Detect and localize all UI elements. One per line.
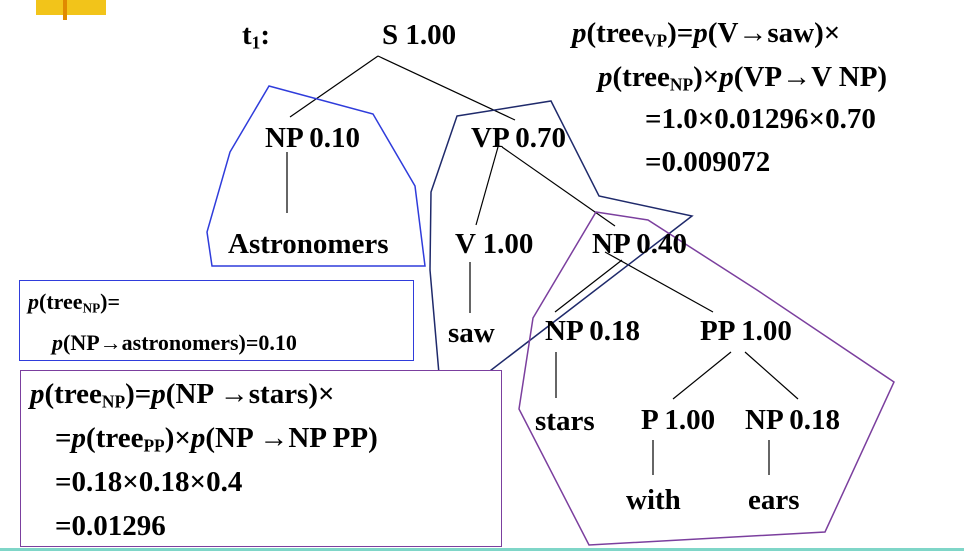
edge-np2-np3 [554, 259, 623, 313]
node-p: P 1.00 [641, 404, 716, 436]
calc-np2-l2-times: )× [164, 422, 191, 454]
calc-np2-l2-tree: (tree [86, 422, 144, 454]
calc-np2-l1-eq: )= [125, 378, 152, 410]
node-ears: ears [748, 484, 800, 516]
calc-np2-box: p(treeNP)=p(NP →stars)× =p(treePP)×p(NP … [20, 370, 502, 547]
calc-vp-l2-p: p [598, 61, 613, 93]
calc-np2-l1-p2: p [151, 378, 166, 410]
node-with: with [626, 484, 681, 516]
calc-np2-l2-rule: (NP →NP PP) [205, 422, 378, 454]
calc-vp-l2-tree: (tree [612, 61, 670, 93]
calc-np2-line-1: p(treeNP)=p(NP →stars)× [30, 378, 335, 412]
calc-vp-l1-p: p [572, 17, 587, 49]
edge-s-vp [377, 55, 516, 121]
calc-np2-l2-sub: PP [143, 435, 165, 456]
np-subtree-outline [206, 85, 426, 267]
calc-vp-l2-rule: (VP→V NP) [733, 61, 888, 93]
node-saw: saw [448, 317, 495, 349]
edge-pp-np4 [744, 351, 799, 400]
edge-vp-v [475, 146, 499, 226]
node-np: NP 0.10 [265, 122, 361, 154]
accent-bar-tick [63, 0, 67, 20]
calc-np1-box: p(treeNP)= p(NP→astronomers)=0.10 [19, 280, 414, 361]
calc-vp-line-4: =0.009072 [645, 146, 771, 178]
calc-vp-l2-sub: NP [669, 74, 694, 95]
node-np3: NP 0.18 [545, 315, 641, 347]
tree-name-sub: 1 [251, 32, 261, 53]
calc-np1-l1-sub: NP [82, 300, 101, 316]
calc-np2-line-2: =p(treePP)×p(NP →NP PP) [55, 422, 378, 456]
calc-np2-l1-sub: NP [101, 391, 126, 412]
accent-bar [36, 0, 106, 15]
calc-np1-l2-rule: (NP→astronomers)=0.10 [63, 330, 297, 355]
edge-pp-p [672, 351, 732, 400]
node-vp: VP 0.70 [471, 122, 567, 154]
calc-np2-l1-rule: (NP →stars)× [165, 378, 335, 410]
calc-vp-l1-sub: VP [643, 30, 668, 51]
node-np2: NP 0.40 [592, 228, 688, 260]
np-pp-subtree-outline [518, 211, 895, 546]
tree-name-suffix: : [260, 19, 271, 51]
calc-np1-l1-p: p [28, 289, 39, 314]
calc-np2-l1-p: p [30, 378, 45, 410]
calc-np1-line-2: p(NP→astronomers)=0.10 [52, 332, 297, 354]
edge-vp-np2 [501, 146, 616, 227]
calc-vp-line-2: p(treeNP)×p(VP→V NP) [598, 61, 888, 95]
node-np4: NP 0.18 [745, 404, 841, 436]
tree-edges [286, 55, 799, 475]
node-pp: PP 1.00 [700, 315, 792, 347]
calc-vp-l1-eq: )= [667, 17, 694, 49]
node-astronomers: Astronomers [228, 228, 389, 260]
node-s: S 1.00 [382, 19, 457, 51]
calc-np1-line-1: p(treeNP)= [28, 289, 121, 316]
calc-np2-l1-tree: (tree [44, 378, 102, 410]
calc-np2-l2-p: p [71, 422, 87, 454]
calc-np2-line-4: =0.01296 [55, 510, 166, 542]
calc-vp-l1-tree: (tree [586, 17, 644, 49]
calc-vp-line-1: p(treeVP)=p(V→saw)× [572, 17, 841, 51]
calc-np1-l1-eq: )= [100, 289, 121, 314]
calc-np2-l2-p2: p [190, 422, 206, 454]
calc-vp-l2-p2: p [719, 61, 734, 93]
tree-name-text: t [242, 19, 252, 51]
calc-vp-l1-rule: (V→saw)× [707, 17, 841, 49]
calc-vp-l2-times: )× [693, 61, 720, 93]
edge-np2-pp [604, 251, 714, 313]
bottom-rule [0, 548, 964, 551]
calc-vp-l1-p2: p [693, 17, 708, 49]
calc-np2-l2-eq: = [55, 422, 72, 454]
calc-np2-line-3: =0.18×0.18×0.4 [55, 466, 243, 498]
node-v: V 1.00 [455, 228, 534, 260]
calc-np1-l1-tree: (tree [39, 289, 83, 314]
calc-np1-l2-p: p [52, 330, 63, 355]
edge-s-np [289, 55, 379, 118]
node-stars: stars [535, 405, 595, 437]
calc-vp-line-3: =1.0×0.01296×0.70 [645, 103, 876, 135]
tree-name: t1: [242, 19, 271, 53]
